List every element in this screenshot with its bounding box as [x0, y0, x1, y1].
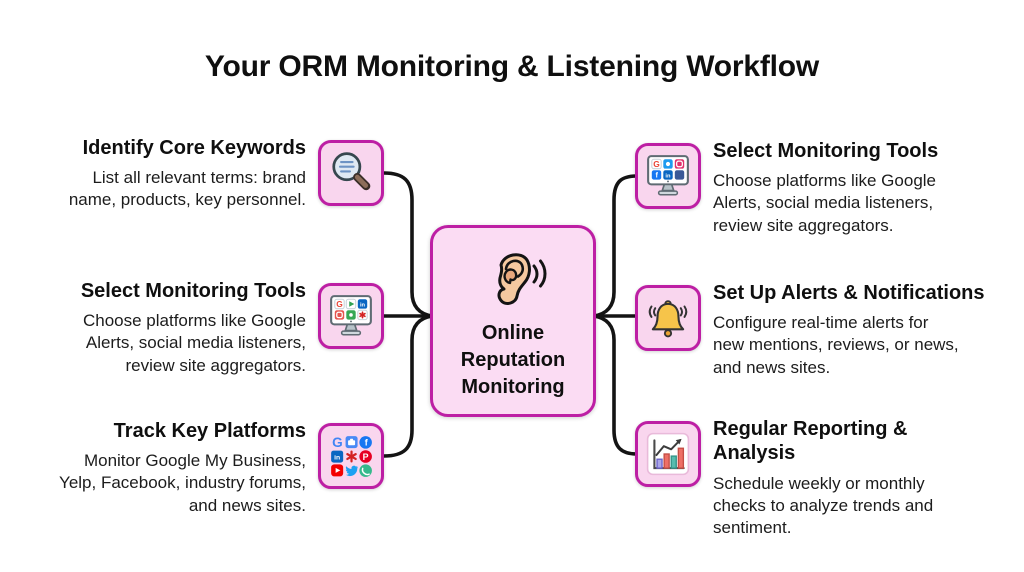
magnifying-glass-icon	[318, 140, 384, 206]
step-description: Choose platforms like Google Alerts, soc…	[713, 171, 937, 235]
step-description: Schedule weekly or monthly checks to ana…	[713, 473, 934, 537]
step-description: Choose platforms like Google Alerts, soc…	[82, 311, 306, 375]
step-track-key-platforms: Track Key Platforms Monitor Google My Bu…	[24, 419, 384, 517]
page-title: Your ORM Monitoring & Listening Workflow	[204, 50, 820, 83]
step-description: List all relevant terms: brand name, pro…	[68, 168, 306, 210]
monitor-social-apps-icon: G in	[318, 283, 384, 349]
social-platforms-grid-icon: G f in P	[318, 423, 384, 489]
step-heading: Regular Reporting & Analysis	[713, 418, 908, 465]
step-heading: Identify Core Keywords	[82, 137, 306, 159]
bar-chart-growth-icon	[635, 421, 701, 487]
step-description: Monitor Google My Business, Yelp, Facebo…	[59, 451, 306, 515]
step-heading: Track Key Platforms	[113, 420, 306, 442]
step-select-monitoring-tools-left: Select Monitoring Tools Choose platforms…	[24, 279, 384, 377]
center-node-label: Online Reputation Monitoring	[460, 322, 566, 398]
step-heading: Select Monitoring Tools	[713, 140, 939, 162]
svg-text:G: G	[653, 159, 660, 169]
svg-text:f: f	[365, 438, 368, 448]
step-set-up-alerts-notifications: Set Up Alerts & Notifications Configure …	[635, 281, 1007, 379]
step-identify-core-keywords: Identify Core Keywords List all relevant…	[24, 136, 384, 212]
monitor-social-apps-icon: G f in	[635, 143, 701, 209]
step-select-monitoring-tools-right: G f in Select Monitoring Tools Choose pl…	[635, 139, 1007, 237]
svg-text:f: f	[655, 171, 658, 180]
step-heading: Select Monitoring Tools	[80, 280, 306, 302]
svg-text:G: G	[332, 435, 343, 450]
svg-text:in: in	[665, 173, 671, 179]
svg-text:P: P	[363, 452, 369, 462]
ear-listening-icon	[477, 241, 549, 318]
svg-text:in: in	[360, 303, 366, 309]
svg-text:in: in	[334, 454, 340, 461]
center-node-online-reputation-monitoring: Online Reputation Monitoring	[430, 225, 596, 417]
step-heading: Set Up Alerts & Notifications	[713, 282, 985, 304]
svg-text:G: G	[336, 299, 343, 309]
step-description: Configure real-time alerts for new menti…	[713, 313, 959, 377]
alert-bell-icon	[635, 285, 701, 351]
step-regular-reporting-analysis: Regular Reporting & Analysis Schedule we…	[635, 417, 1007, 539]
